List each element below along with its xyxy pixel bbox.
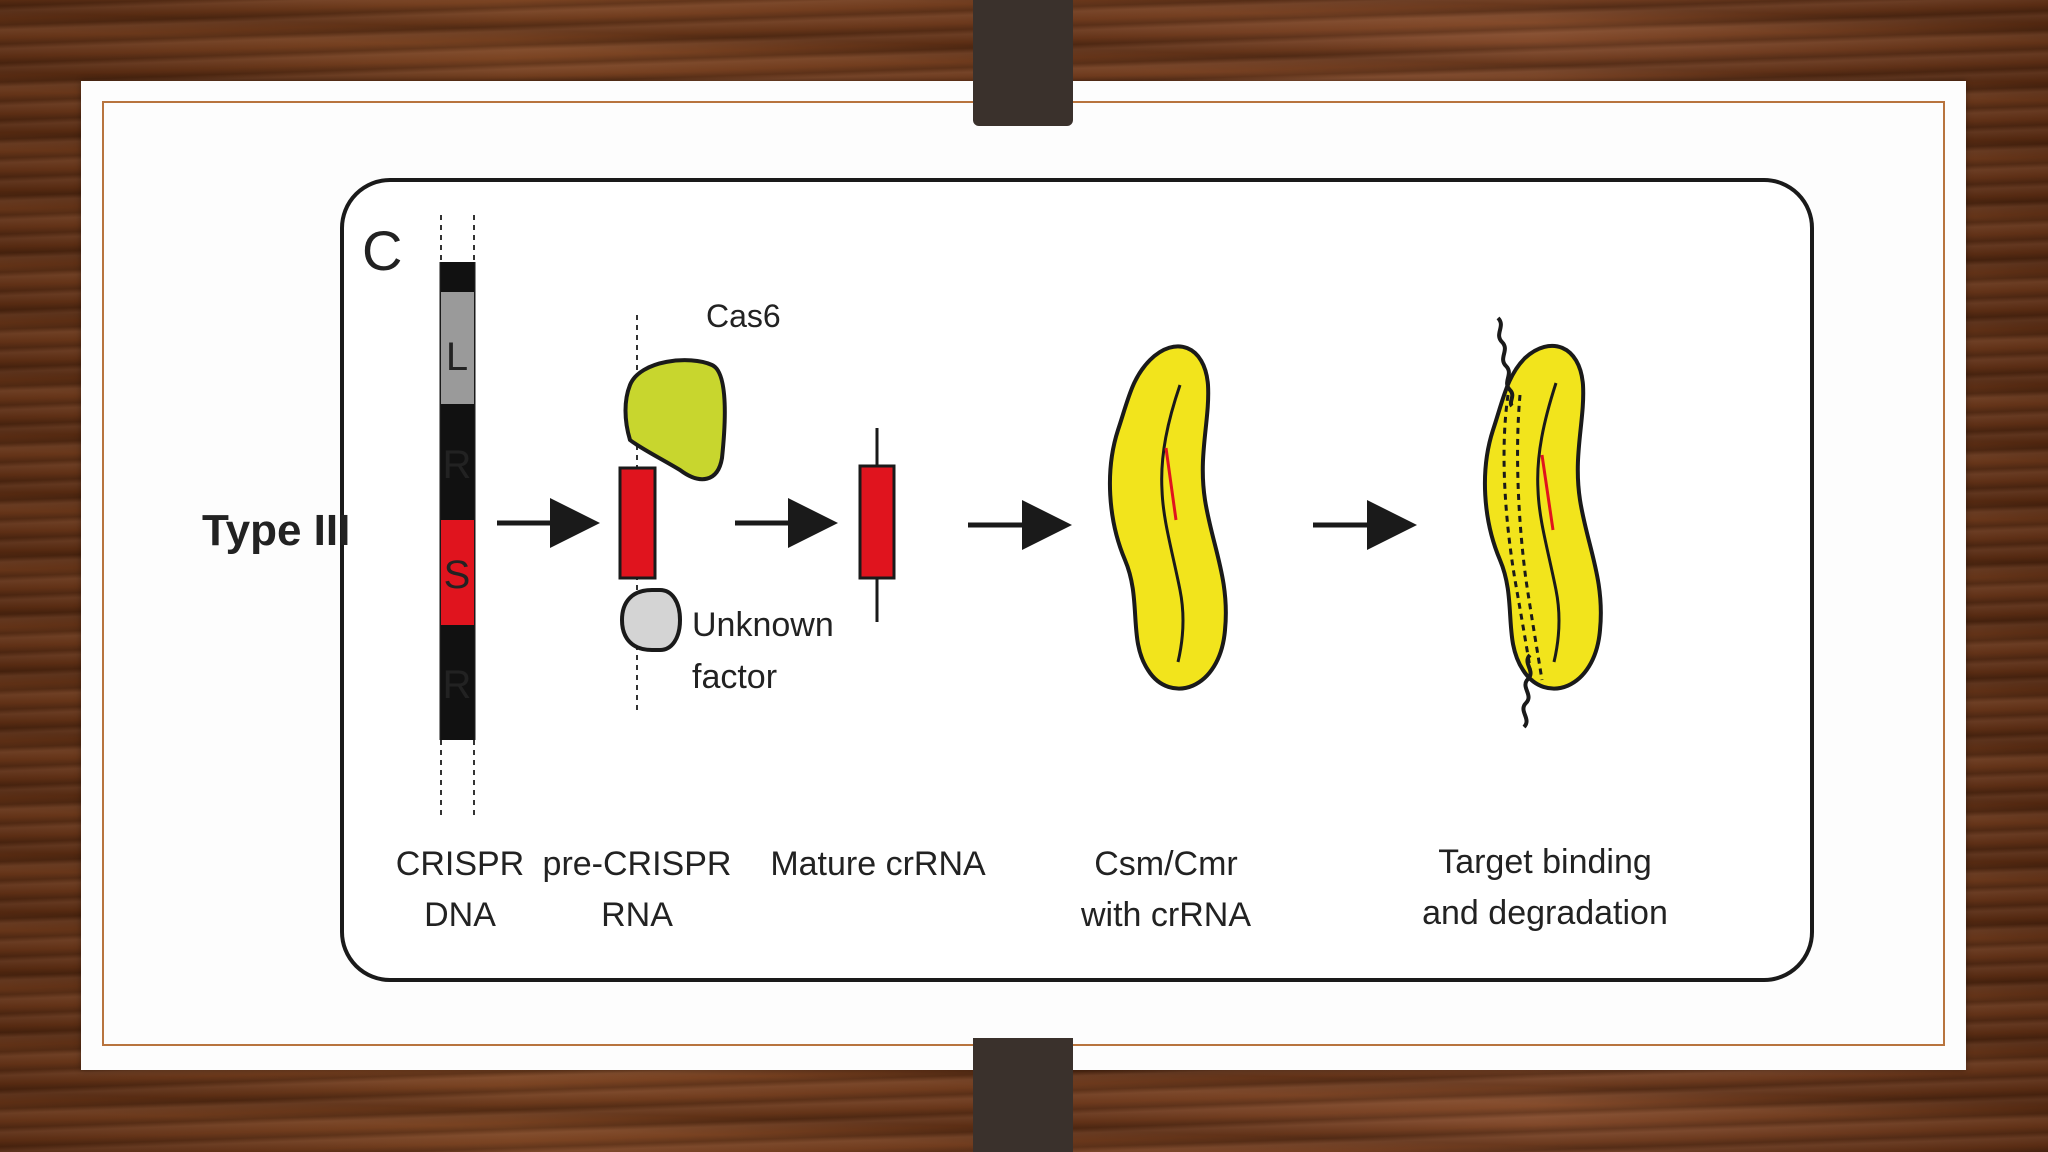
unknown-factor-label-line1: Unknown [692, 606, 834, 644]
segment-label-r2: R [443, 663, 472, 707]
cas6-protein [623, 358, 727, 482]
stage-caption-5-line1: Target binding [1438, 843, 1652, 881]
pre-crispr-rna [618, 315, 727, 710]
unknown-factor-label-line2: factor [692, 658, 777, 696]
panel-letter: C [362, 219, 402, 282]
stage-caption-4-line2: with crRNA [1080, 896, 1251, 934]
cas6-label: Cas6 [706, 298, 781, 334]
row-label: Type III [202, 506, 350, 555]
spacer-segment [441, 520, 474, 625]
degraded-target-top [1496, 316, 1515, 408]
crispr-dna: L R S R [439, 215, 476, 815]
target-degradation-complex [1482, 316, 1603, 729]
bottom-binder-clip [973, 1038, 1073, 1152]
stage-caption-5-line2: and degradation [1422, 894, 1668, 932]
stage-caption-4-line1: Csm/Cmr [1094, 845, 1238, 883]
csm-cmr-complex [1107, 344, 1228, 691]
repeat-segment-2 [441, 625, 474, 740]
mature-crrna [858, 428, 896, 622]
unknown-factor-protein [619, 588, 683, 652]
top-binder-clip [973, 0, 1073, 126]
segment-label-r1: R [443, 443, 472, 487]
pre-crispr-spacer [618, 466, 657, 580]
stage-caption-2-line1: pre-CRISPR [543, 845, 732, 883]
stage-caption-3-line1: Mature crRNA [770, 845, 986, 883]
stage-caption-1-line2: DNA [424, 896, 496, 934]
segment-label-l: L [446, 335, 468, 379]
repeat-segment-1 [441, 404, 474, 520]
leader-segment [441, 292, 474, 404]
stage-caption-2-line2: RNA [601, 896, 673, 934]
degraded-target-bottom [1521, 653, 1533, 729]
stage-caption-1-line1: CRISPR [396, 845, 524, 883]
segment-label-s: S [444, 553, 471, 597]
